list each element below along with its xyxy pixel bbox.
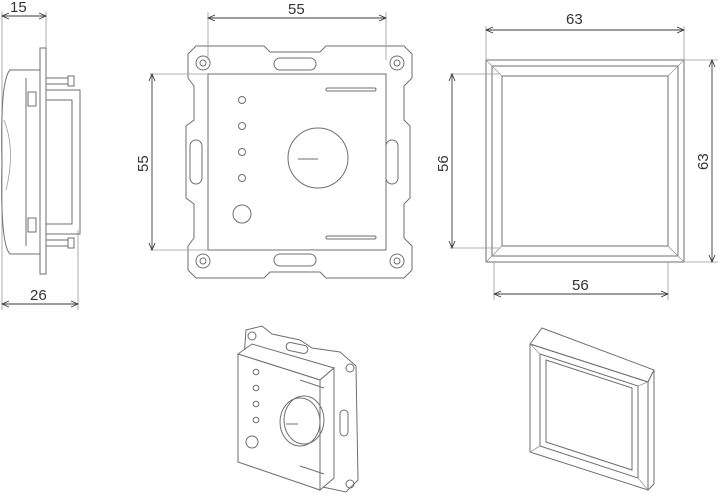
rotary-dial bbox=[287, 127, 349, 189]
dimension-front-width: 55 bbox=[288, 1, 305, 18]
iso-status-leds bbox=[252, 368, 260, 424]
dimension-depth-top: 15 bbox=[10, 0, 27, 16]
frame-view: 63 63 56 56 bbox=[435, 11, 718, 300]
front-view: 55 55 bbox=[135, 1, 413, 279]
push-button bbox=[232, 204, 252, 224]
corner-screws bbox=[195, 55, 405, 269]
dimension-frame-width: 63 bbox=[566, 11, 583, 28]
dimension-frame-inner-width: 56 bbox=[572, 277, 589, 294]
dimension-front-height: 55 bbox=[135, 155, 152, 172]
side-view: 15 26 bbox=[2, 0, 81, 310]
dimension-depth-bottom: 26 bbox=[30, 287, 47, 304]
isometric-device bbox=[236, 325, 359, 493]
dimension-frame-inner-height: 56 bbox=[435, 155, 452, 172]
status-led-column bbox=[238, 96, 246, 182]
dimension-frame-height: 63 bbox=[695, 153, 712, 170]
isometric-frame bbox=[529, 327, 655, 492]
